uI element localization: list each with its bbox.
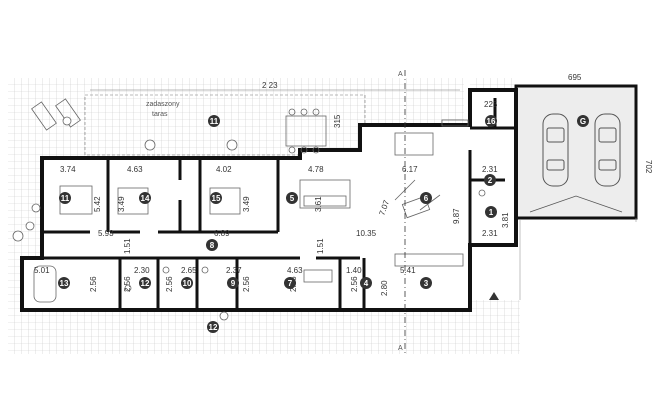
section-marker-top: A: [398, 71, 403, 78]
garage-floor: [520, 90, 632, 214]
entrance-arrow-icon: [489, 292, 499, 300]
room-badges: 11 16 G 11 14 15 5 6 2 1 8 13 12 10 9 7 …: [58, 115, 589, 333]
section-marker-bottom: A: [398, 345, 403, 352]
dim-room-15-w: 4.02: [216, 165, 232, 174]
svg-text:5: 5: [290, 194, 295, 203]
dim-room-06-h: 9.87: [452, 208, 461, 224]
garage-door-swing: [529, 195, 623, 213]
living-furniture: [299, 179, 351, 209]
room-badge-03: 3: [420, 277, 432, 289]
room-badge-01: 1: [485, 206, 497, 218]
dim-room-06-w: 6.17: [402, 165, 418, 174]
svg-text:14: 14: [141, 194, 150, 203]
svg-text:12: 12: [209, 323, 218, 332]
dim-corridor-left: 5.93: [98, 229, 114, 238]
svg-text:3: 3: [424, 279, 429, 288]
car-left: [542, 113, 569, 187]
house-outer-walls: [20, 88, 518, 312]
svg-text:8: 8: [210, 241, 215, 250]
dim-room-11-h: 5.42: [93, 196, 102, 212]
sunbed-1: [31, 98, 81, 131]
svg-text:10: 10: [183, 279, 192, 288]
dim-room-05-h: 3.61: [314, 196, 323, 212]
svg-text:12: 12: [141, 279, 150, 288]
tiled-paving-right: [464, 300, 520, 354]
svg-text:13: 13: [60, 279, 69, 288]
room-badge-05: 5: [286, 192, 298, 204]
dim-room-03-w: 5.41: [400, 266, 416, 275]
dim-corridor-mid: 6.89: [214, 229, 230, 238]
dim-room-07-w: 4.63: [287, 266, 303, 275]
svg-text:15: 15: [212, 194, 221, 203]
dim-corridor-h-a: 1.51: [123, 238, 132, 254]
plants: [12, 116, 238, 321]
dim-room-10-w: 2.65: [181, 266, 197, 275]
dim-corridor-right: 10.35: [356, 229, 377, 238]
svg-text:4: 4: [364, 279, 369, 288]
room-badge-09: 9: [227, 277, 239, 289]
terrace-label-2: taras: [152, 111, 168, 118]
room-badge-07: 7: [284, 277, 296, 289]
car-right: [594, 113, 621, 187]
room-badge-12-outer: 12: [207, 321, 219, 333]
dim-room-04-h: 2.56: [350, 276, 359, 292]
svg-text:2: 2: [488, 176, 493, 185]
dim-room-13-h: 2.56: [89, 276, 98, 292]
room-badge-16: 16: [485, 115, 497, 127]
svg-text:7: 7: [288, 279, 293, 288]
svg-text:11: 11: [61, 194, 70, 203]
dim-room-14-w: 4.63: [127, 165, 143, 174]
dim-room-01-h: 3.81: [501, 212, 510, 228]
dim-room-04-h2: 2.80: [380, 280, 389, 296]
dim-room-15-h: 3.49: [242, 196, 251, 212]
room-badge-14: 14: [139, 192, 151, 204]
svg-text:G: G: [580, 117, 586, 126]
driveway-lines: [519, 218, 637, 300]
dim-room-01-top: 225: [484, 100, 498, 109]
dim-room-10-h: 2.56: [165, 276, 174, 292]
svg-text:9: 9: [231, 279, 236, 288]
room-badge-04: 4: [360, 277, 372, 289]
svg-text:6: 6: [424, 194, 429, 203]
dim-room-11-w: 3.74: [60, 165, 76, 174]
dim-room-12-h: 2.56: [123, 276, 132, 292]
dim-room-09-w: 2.37: [226, 266, 242, 275]
bathroom-fixtures: [33, 189, 486, 303]
room-badge-12: 12: [139, 277, 151, 289]
dim-room-05-w: 4.78: [308, 165, 324, 174]
dim-garage-depth: 702: [644, 160, 653, 174]
svg-text:11: 11: [210, 117, 219, 126]
dim-room-04-w: 1.40: [346, 266, 362, 275]
svg-text:16: 16: [487, 117, 496, 126]
dim-room-01-w: 2.31: [482, 229, 498, 238]
dim-room-02-w: 2.31: [482, 165, 498, 174]
room-badge-11: 11: [59, 192, 71, 204]
dim-corridor-h-b: 1.51: [316, 238, 325, 254]
dim-room-12-w: 2.30: [134, 266, 150, 275]
room-badge-garage: G: [577, 115, 589, 127]
room-badge-10: 10: [181, 277, 193, 289]
dim-room-13-w: 5.01: [34, 266, 50, 275]
dim-terrace-depth: 315: [333, 114, 342, 128]
dining-table-terrace: [285, 108, 327, 154]
dim-room-14-h: 3.49: [117, 196, 126, 212]
overall-width-label: 2 23: [262, 81, 278, 90]
room-badge-02: 2: [484, 174, 496, 186]
room-badge-13: 13: [58, 277, 70, 289]
svg-text:1: 1: [489, 208, 494, 217]
room-badge-08: 8: [206, 239, 218, 251]
room-badge-15: 15: [210, 192, 222, 204]
dim-room-09-h: 2.56: [242, 276, 251, 292]
room-badge-06: 6: [420, 192, 432, 204]
room-badge-11-terrace: 11: [208, 115, 220, 127]
terrace-label-1: zadaszony: [146, 101, 180, 108]
dim-garage-width: 695: [568, 73, 582, 82]
